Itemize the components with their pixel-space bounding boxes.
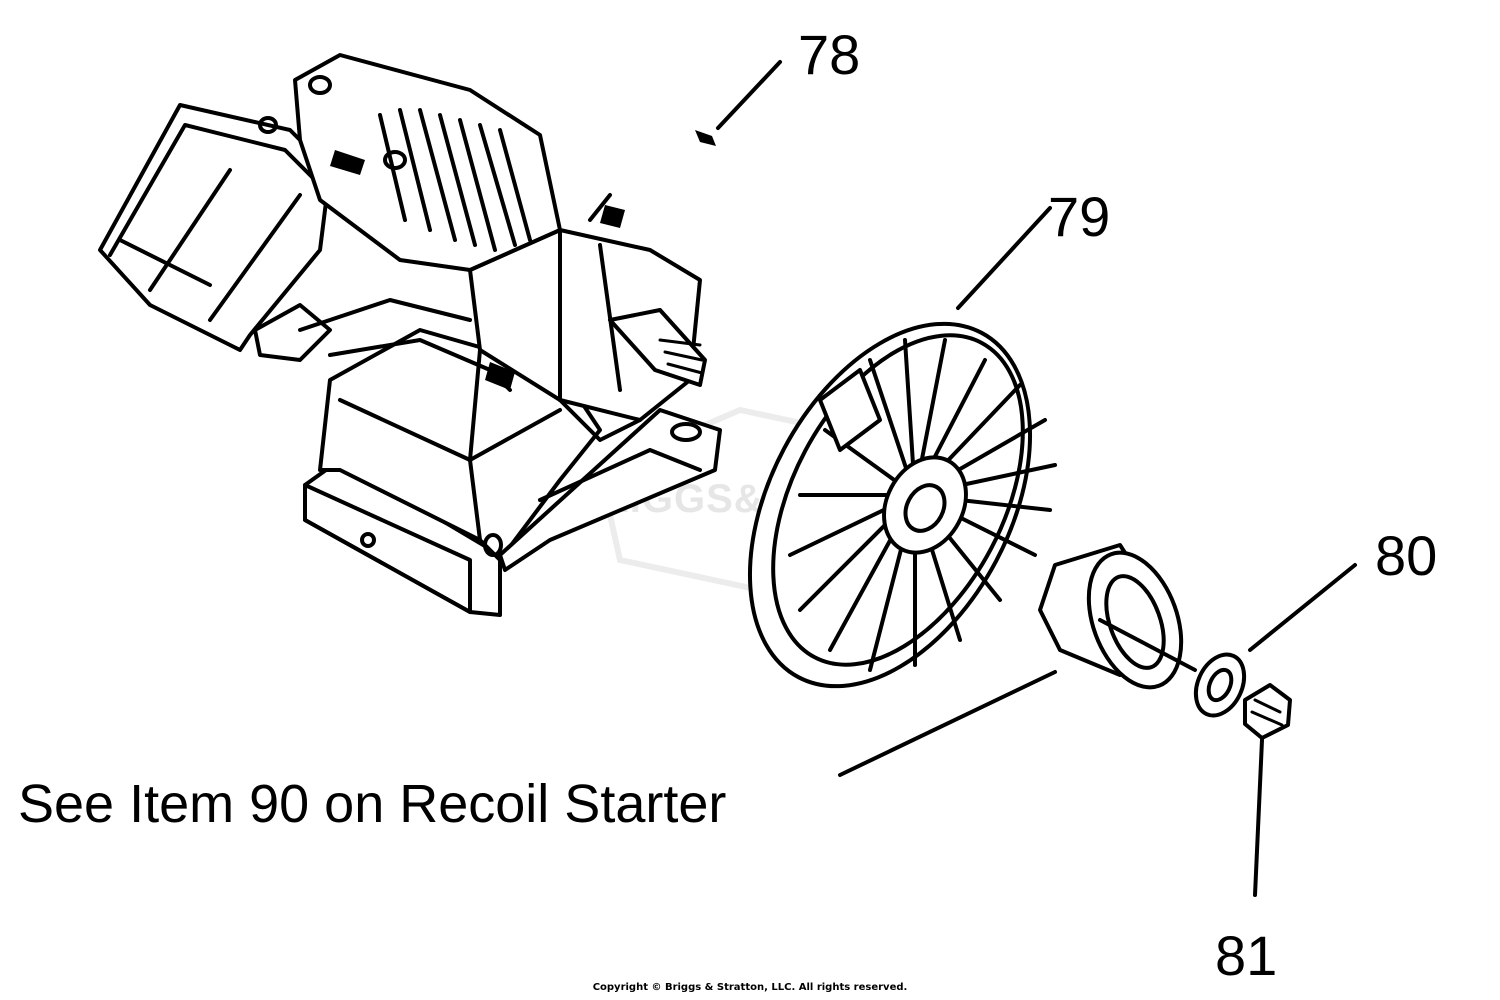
recoil-starter-note: See Item 90 on Recoil Starter — [18, 670, 1057, 834]
leader-line-79 — [956, 206, 1052, 310]
part-78-key: 78 — [695, 23, 860, 146]
copyright-text: Copyright © Briggs & Stratton, LLC. All … — [593, 982, 908, 993]
starter-cup — [1038, 543, 1197, 690]
callout-79: 79 — [1048, 185, 1110, 248]
callout-81: 81 — [1215, 924, 1277, 987]
cooling-fins — [378, 108, 532, 252]
callout-78: 78 — [798, 23, 860, 86]
part-81-nut: 81 — [1215, 683, 1292, 987]
part-80-washer: 80 — [1193, 524, 1437, 718]
note-text: See Item 90 on Recoil Starter — [18, 774, 726, 834]
part-79-flywheel: 79 — [747, 185, 1110, 689]
leader-line-80 — [1248, 563, 1357, 652]
shaft-axis-line — [1098, 618, 1197, 672]
engine-block — [98, 53, 722, 617]
callout-80: 80 — [1375, 524, 1437, 587]
leader-line-note — [838, 670, 1057, 777]
leader-line-78 — [716, 60, 782, 130]
leader-line-81 — [1253, 738, 1264, 897]
